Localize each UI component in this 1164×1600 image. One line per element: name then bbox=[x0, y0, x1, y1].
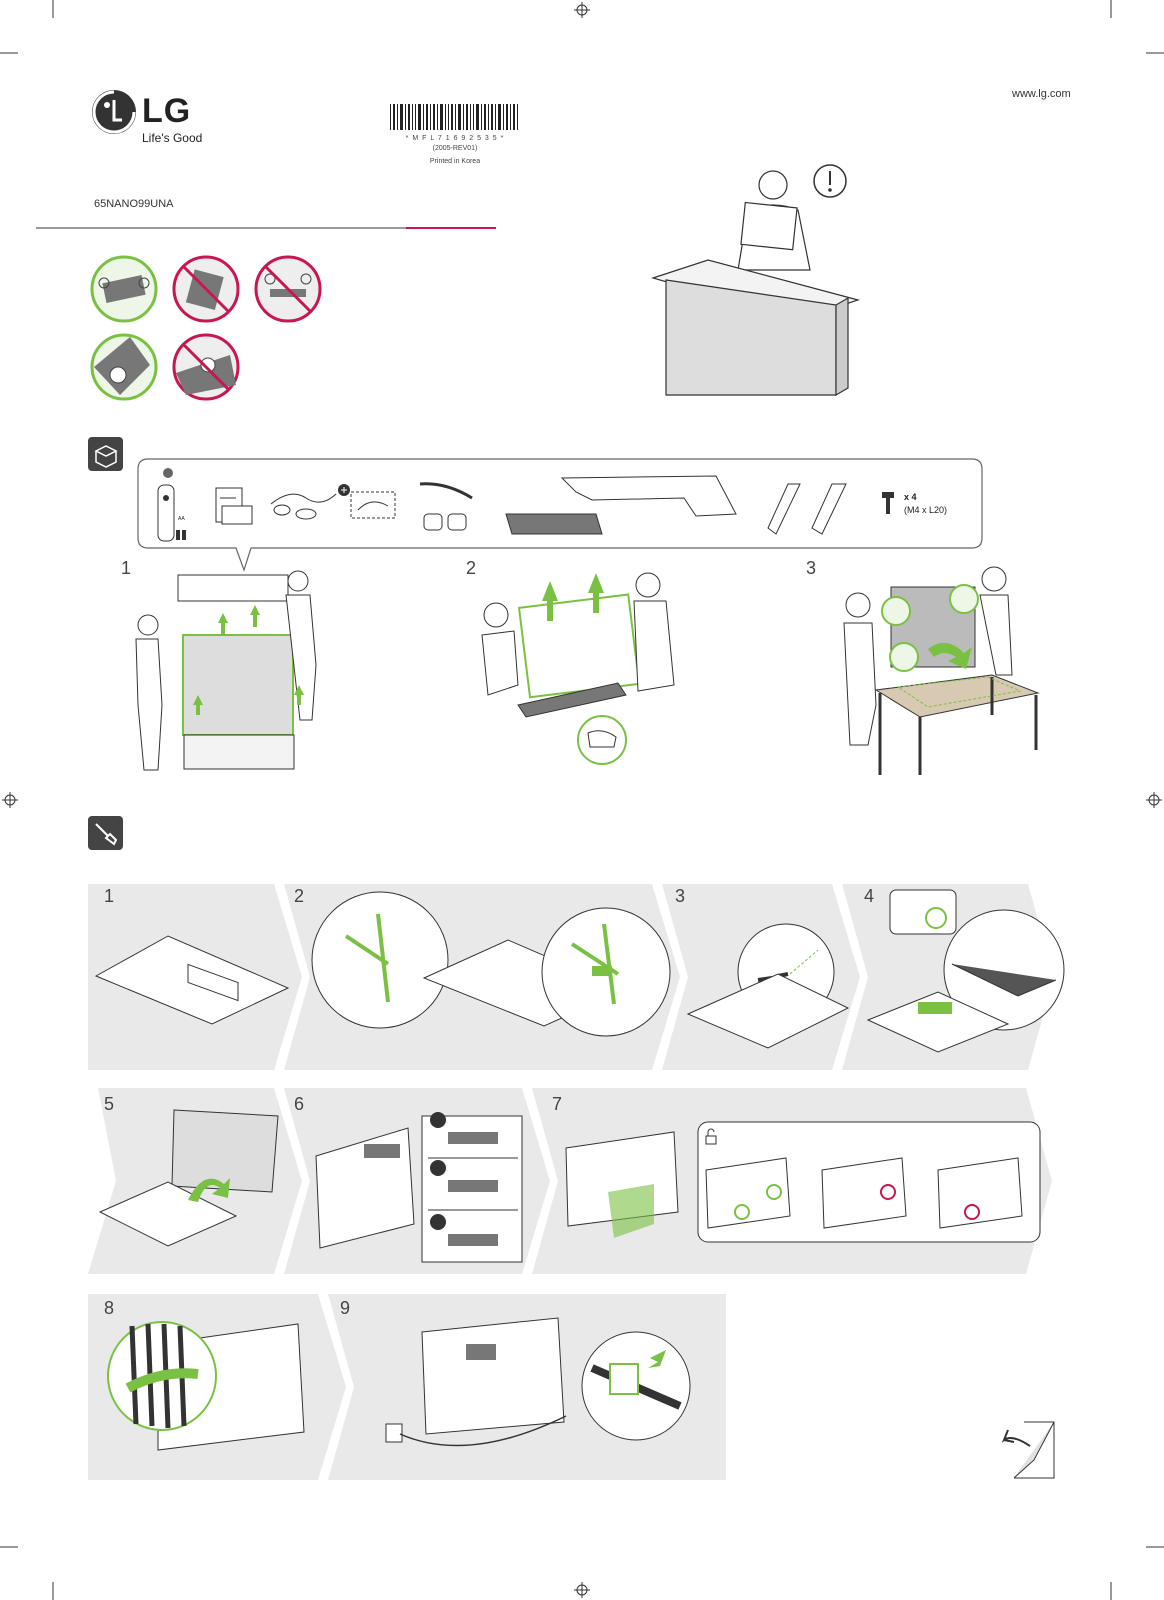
assembly-row-1-illustrations bbox=[94, 889, 1065, 1053]
barcode-block: * M F L 7 1 6 9 2 5 3 5 * (2005-REV01) P… bbox=[390, 104, 520, 165]
optional-cable-part bbox=[350, 491, 396, 519]
barcode-code: * M F L 7 1 6 9 2 5 3 5 * bbox=[405, 135, 505, 142]
stand-parts bbox=[767, 483, 847, 535]
magic-remote-part bbox=[157, 468, 186, 542]
handling-ok-1 bbox=[90, 255, 158, 323]
website-url: www.lg.com bbox=[1012, 88, 1071, 100]
barcode-revision: (2005-REV01) bbox=[432, 145, 478, 152]
plus-icon bbox=[338, 484, 350, 496]
unbox-step-1: 1 bbox=[121, 558, 132, 578]
brand-name: LG bbox=[142, 92, 192, 130]
batteries-label: AA bbox=[178, 516, 185, 522]
screws-count: x 4 bbox=[904, 492, 917, 502]
parts-list-panel bbox=[137, 458, 983, 572]
assembly-row-2-illustrations bbox=[98, 1109, 1041, 1263]
header-rule bbox=[36, 227, 496, 229]
brand-tagline: Life's Good bbox=[142, 131, 203, 145]
cable-cover-part bbox=[505, 513, 603, 535]
assembly-step-2: 2 bbox=[294, 886, 305, 906]
assembly-row-3-illustrations bbox=[107, 1317, 691, 1451]
assembly-step-3: 3 bbox=[675, 886, 686, 906]
barcode-image bbox=[390, 104, 518, 130]
unbox-step-2-illustration bbox=[481, 572, 675, 765]
exclamation-icon bbox=[813, 164, 847, 198]
model-number: 65NANO99UNA bbox=[94, 198, 174, 210]
cable-step-list bbox=[428, 1112, 518, 1246]
open-box-icon bbox=[88, 437, 123, 471]
padlock-open-icon bbox=[705, 1128, 717, 1145]
handling-ok-2 bbox=[90, 333, 158, 401]
screw-part bbox=[882, 492, 894, 514]
printed-in: Printed in Korea bbox=[429, 158, 481, 165]
unbox-step-2: 2 bbox=[466, 558, 477, 578]
page-turn-icon bbox=[1001, 1421, 1055, 1479]
handling-no-1 bbox=[172, 255, 240, 323]
assembly-step-1: 1 bbox=[104, 886, 115, 906]
unbox-step-3-illustration bbox=[843, 566, 1040, 775]
screwdriver-icon bbox=[88, 816, 123, 850]
unbox-attention-illustration bbox=[650, 164, 861, 397]
assembly-step-6: 6 bbox=[294, 1094, 305, 1114]
assembly-step-7: 7 bbox=[552, 1094, 563, 1114]
handling-no-3 bbox=[172, 333, 240, 401]
assembly-step-9: 9 bbox=[340, 1298, 351, 1318]
assembly-step-8: 8 bbox=[104, 1298, 115, 1318]
manual-part bbox=[215, 487, 253, 525]
back-cover-part bbox=[560, 475, 737, 517]
unbox-step-3: 3 bbox=[806, 558, 817, 578]
unbox-step-1-illustration bbox=[135, 570, 317, 771]
assembly-step-5: 5 bbox=[104, 1094, 115, 1114]
lg-logo bbox=[90, 88, 140, 143]
assembly-step-4: 4 bbox=[864, 886, 875, 906]
screws-spec: (M4 x L20) bbox=[904, 505, 948, 515]
handling-no-2 bbox=[254, 255, 322, 323]
cable-holder-part bbox=[419, 482, 473, 531]
power-cable-part bbox=[270, 493, 337, 520]
handling-guidelines bbox=[90, 255, 322, 401]
lg-logo-mark bbox=[92, 90, 136, 134]
